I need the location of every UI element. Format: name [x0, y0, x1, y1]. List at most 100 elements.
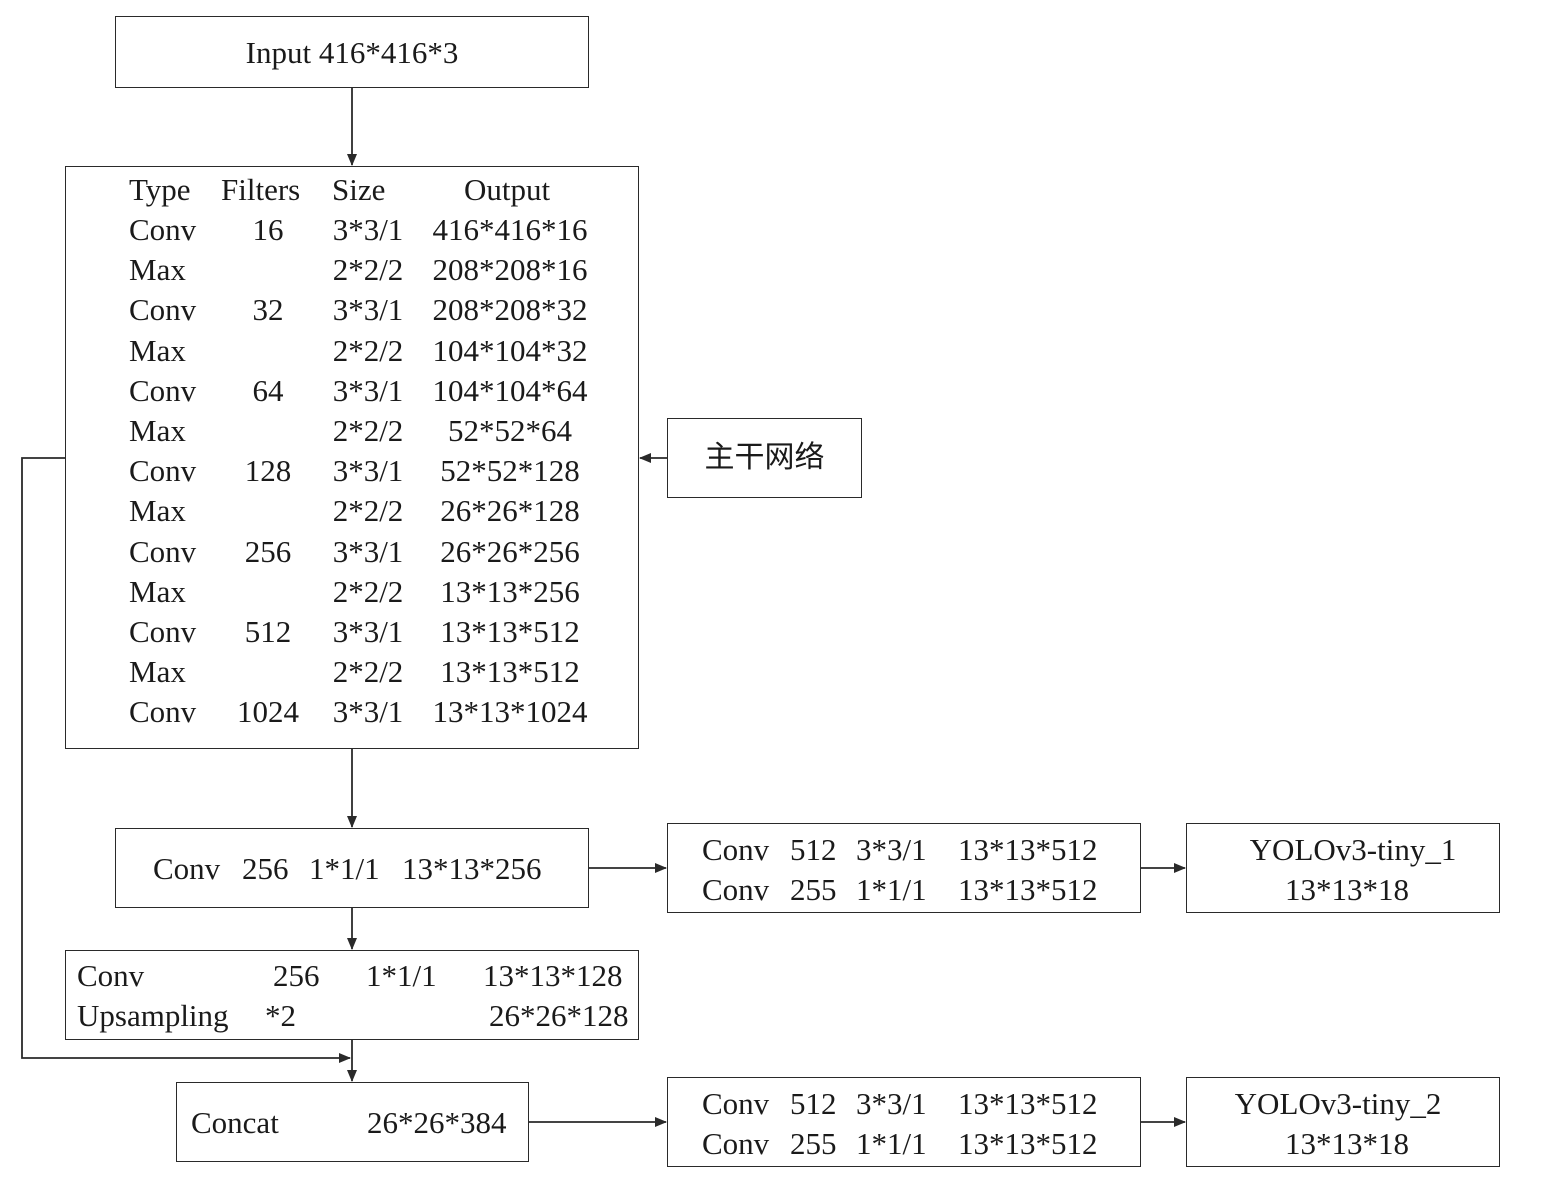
row-type: Max	[129, 252, 186, 288]
row-filters: 16	[252, 212, 284, 247]
head2-l1-type: Conv	[702, 1086, 770, 1121]
row-output: 52*52*128	[440, 453, 580, 489]
row-size: 3*3/1	[332, 453, 404, 489]
head2-l1-size: 3*3/1	[856, 1086, 927, 1121]
row-output: 13*13*512	[440, 614, 580, 649]
backbone-row: Max 2*2/2 13*13*256	[66, 572, 638, 612]
concat-type: Concat	[191, 1105, 279, 1140]
upsample-l2-output: 26*26*128	[489, 998, 629, 1033]
row-output: 13*13*1024	[432, 694, 588, 730]
head1-l1-size: 3*3/1	[856, 832, 927, 867]
input-box: Input 416*416*3	[115, 16, 589, 88]
row-filters: 256	[244, 533, 292, 569]
row-size: 3*3/1	[332, 212, 404, 247]
row-size: 3*3/1	[332, 614, 404, 649]
row-output: 208*208*16	[432, 252, 588, 288]
row-type: Conv	[129, 694, 197, 730]
row-size: 3*3/1	[332, 533, 404, 569]
row-size: 2*2/2	[332, 413, 404, 448]
row-type: Max	[129, 332, 186, 368]
row-filters: 128	[244, 453, 292, 489]
neck-conv-filters: 256	[242, 851, 289, 886]
header-output: Output	[464, 172, 551, 207]
head2-l2-size: 1*1/1	[856, 1126, 927, 1161]
output1-name: YOLOv3-tiny_1	[1249, 832, 1457, 867]
head2-l2-filters: 255	[790, 1126, 837, 1161]
row-type: Conv	[129, 614, 197, 649]
row-size: 3*3/1	[332, 694, 404, 730]
row-size: 2*2/2	[332, 252, 404, 288]
header-size: Size	[332, 172, 386, 207]
row-size: 2*2/2	[332, 493, 404, 529]
backbone-row: Max 2*2/2 52*52*64	[66, 411, 638, 451]
upsample-box: Conv 256 1*1/1 13*13*128 Upsampling *2 2…	[65, 950, 639, 1040]
row-type: Conv	[129, 212, 197, 247]
head1-l2-output: 13*13*512	[958, 872, 1098, 907]
row-filters: 64	[252, 372, 284, 408]
header-filters: Filters	[221, 172, 301, 207]
skip-connection-line	[21, 457, 351, 1063]
row-size: 2*2/2	[332, 654, 404, 690]
row-size: 2*2/2	[332, 573, 404, 609]
row-output: 104*104*32	[432, 332, 588, 368]
head1-l2-size: 1*1/1	[856, 872, 927, 907]
row-type: Conv	[129, 372, 197, 408]
neck-conv-output: 13*13*256	[402, 851, 542, 886]
row-filters: 1024	[237, 694, 299, 730]
row-filters: 32	[252, 292, 284, 328]
upsample-l1-filters: 256	[273, 958, 320, 993]
backbone-label-box: 主干网络	[667, 418, 862, 498]
output2-shape: 13*13*18	[1285, 1126, 1409, 1161]
backbone-row: Conv 256 3*3/1 26*26*256	[66, 532, 638, 572]
backbone-row: Conv 32 3*3/1 208*208*32	[66, 290, 638, 330]
head1-l1-output: 13*13*512	[958, 832, 1098, 867]
upsample-l1-output: 13*13*128	[483, 958, 623, 993]
row-output: 416*416*16	[432, 212, 588, 247]
head2-l1-output: 13*13*512	[958, 1086, 1098, 1121]
row-type: Max	[129, 654, 186, 690]
backbone-row: Conv 64 3*3/1 104*104*64	[66, 371, 638, 411]
backbone-label: 主干网络	[704, 440, 825, 475]
backbone-row: Max 2*2/2 208*208*16	[66, 250, 638, 290]
row-type: Max	[129, 573, 186, 609]
row-output: 13*13*256	[440, 573, 580, 609]
head2-box: Conv 512 3*3/1 13*13*512 Conv 255 1*1/1 …	[667, 1077, 1141, 1167]
row-size: 3*3/1	[332, 292, 404, 328]
neck-conv-size: 1*1/1	[309, 851, 380, 886]
backbone-header-row: Type Filters Size Output	[66, 170, 638, 210]
row-filters: 512	[244, 614, 292, 649]
input-label: Input 416*416*3	[245, 35, 459, 70]
head2-l1-filters: 512	[790, 1086, 837, 1121]
concat-output: 26*26*384	[367, 1105, 507, 1140]
row-output: 26*26*256	[440, 533, 580, 569]
head2-l2-output: 13*13*512	[958, 1126, 1098, 1161]
row-size: 3*3/1	[332, 372, 404, 408]
head1-l2-type: Conv	[702, 872, 770, 907]
concat-box: Concat 26*26*384	[176, 1082, 529, 1162]
backbone-row: Conv 16 3*3/1 416*416*16	[66, 210, 638, 250]
upsample-l2-type: Upsampling	[77, 998, 229, 1033]
row-size: 2*2/2	[332, 332, 404, 368]
row-output: 208*208*32	[432, 292, 588, 328]
neck-conv-type: Conv	[153, 851, 221, 886]
output1-shape: 13*13*18	[1285, 872, 1409, 907]
head1-l2-filters: 255	[790, 872, 837, 907]
upsample-l1-type: Conv	[77, 958, 145, 993]
row-output: 104*104*64	[432, 372, 588, 408]
row-type: Max	[129, 413, 186, 448]
output1-box: YOLOv3-tiny_1 13*13*18	[1186, 823, 1500, 913]
row-output: 52*52*64	[448, 413, 572, 448]
row-type: Conv	[129, 292, 197, 328]
backbone-box: Type Filters Size Output Conv 16 3*3/1 416*…	[65, 166, 639, 749]
row-output: 26*26*128	[440, 493, 580, 529]
upsample-l2-factor: *2	[265, 998, 296, 1033]
row-type: Conv	[129, 533, 197, 569]
output2-name: YOLOv3-tiny_2	[1234, 1086, 1442, 1121]
head1-l1-type: Conv	[702, 832, 770, 867]
head1-box: Conv 512 3*3/1 13*13*512 Conv 255 1*1/1 …	[667, 823, 1141, 913]
header-type: Type	[129, 172, 191, 207]
